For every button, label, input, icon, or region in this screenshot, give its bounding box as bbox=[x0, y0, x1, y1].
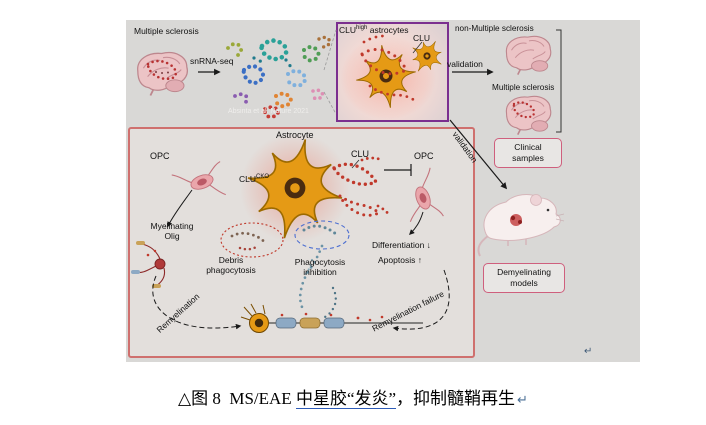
debris-phagocytosis-label: Debris phagocytosis bbox=[188, 255, 274, 275]
clu-astrocyte-inset-box bbox=[336, 22, 449, 122]
caption-suffix: ，抑制髓鞘再生 bbox=[396, 389, 516, 408]
clu-cko-label: CLUCKO bbox=[239, 174, 269, 184]
mouse-icon bbox=[477, 194, 565, 257]
ms-brain-icon bbox=[136, 51, 189, 97]
caption-paragraph-mark: ↵ bbox=[517, 392, 528, 407]
caption-prefix: △图 8 MS/EAE bbox=[178, 389, 296, 408]
clinical-samples-bracket bbox=[556, 29, 562, 133]
clu-title-rest: astrocytes bbox=[367, 25, 409, 35]
down-arrow-icon: ↓ bbox=[426, 240, 431, 250]
phagocytosis-inhibition-label: Phagocytosis inhibition bbox=[280, 257, 360, 277]
clu-cko-gene: CLU bbox=[239, 174, 257, 184]
figure-caption: △图 8 MS/EAE 中星胶“发炎”，抑制髓鞘再生↵ bbox=[0, 384, 706, 409]
ms-validation-label: Multiple sclerosis bbox=[492, 83, 555, 92]
myelinating-line1: Myelinating bbox=[150, 221, 194, 231]
inset-connector-lines bbox=[323, 29, 337, 115]
opc-left-label: OPC bbox=[150, 151, 170, 161]
myelinating-line2: Olig bbox=[164, 231, 180, 242]
ms-validation-brain-icon bbox=[505, 95, 552, 136]
clinical-badge-line1: Clinical bbox=[514, 142, 542, 152]
clu-high-astrocytes-title: CLUhigh astrocytes bbox=[339, 25, 408, 35]
astrocyte-label: Astrocyte bbox=[276, 130, 314, 140]
clu-sup: high bbox=[356, 25, 368, 32]
clu-inset-label: CLU bbox=[413, 33, 431, 43]
validation-label: validation bbox=[447, 59, 483, 69]
clinical-badge-line2: samples bbox=[512, 153, 544, 164]
models-badge-line1: Demyelinating bbox=[497, 267, 551, 277]
debris-line2: phagocytosis bbox=[206, 265, 256, 276]
non-ms-brain-icon bbox=[505, 35, 552, 76]
opc-right-label: OPC bbox=[414, 151, 434, 161]
phago-line1: Phagocytosis bbox=[294, 257, 346, 267]
attribution-label: Absinta et al. Nature 2021 bbox=[228, 108, 309, 115]
figure-paragraph-mark: ↵ bbox=[584, 346, 593, 357]
myelinating-olig-label: Myelinating Olig bbox=[140, 221, 204, 241]
models-badge-line2: models bbox=[510, 278, 538, 289]
up-arrow-icon: ↑ bbox=[417, 255, 422, 265]
clu-cko-sup: CKO bbox=[256, 174, 270, 181]
tsne-plot bbox=[226, 35, 332, 119]
caption-underlined-term[interactable]: 中星胶“发炎” bbox=[295, 389, 397, 409]
differentiation-label: Differentiation ↓ bbox=[372, 240, 431, 250]
demyelinating-models-badge: Demyelinating models bbox=[483, 263, 565, 294]
snrna-seq-label: snRNA-seq bbox=[190, 56, 234, 66]
figure-panel: Multiple sclerosis snRNA-seq Absinta et … bbox=[126, 20, 640, 362]
ms-source-label: Multiple sclerosis bbox=[134, 26, 199, 36]
clu-mechanism-label: CLU bbox=[351, 149, 370, 159]
clinical-samples-badge: Clinical samples bbox=[494, 138, 562, 169]
clu-gene: CLU bbox=[339, 25, 357, 35]
apoptosis-label: Apoptosis ↑ bbox=[378, 255, 422, 265]
phago-line2: inhibition bbox=[303, 267, 337, 278]
non-ms-label: non-Multiple sclerosis bbox=[455, 24, 534, 33]
debris-line1: Debris bbox=[218, 255, 244, 265]
differentiation-text: Differentiation bbox=[372, 240, 425, 250]
apoptosis-text: Apoptosis bbox=[378, 255, 416, 265]
